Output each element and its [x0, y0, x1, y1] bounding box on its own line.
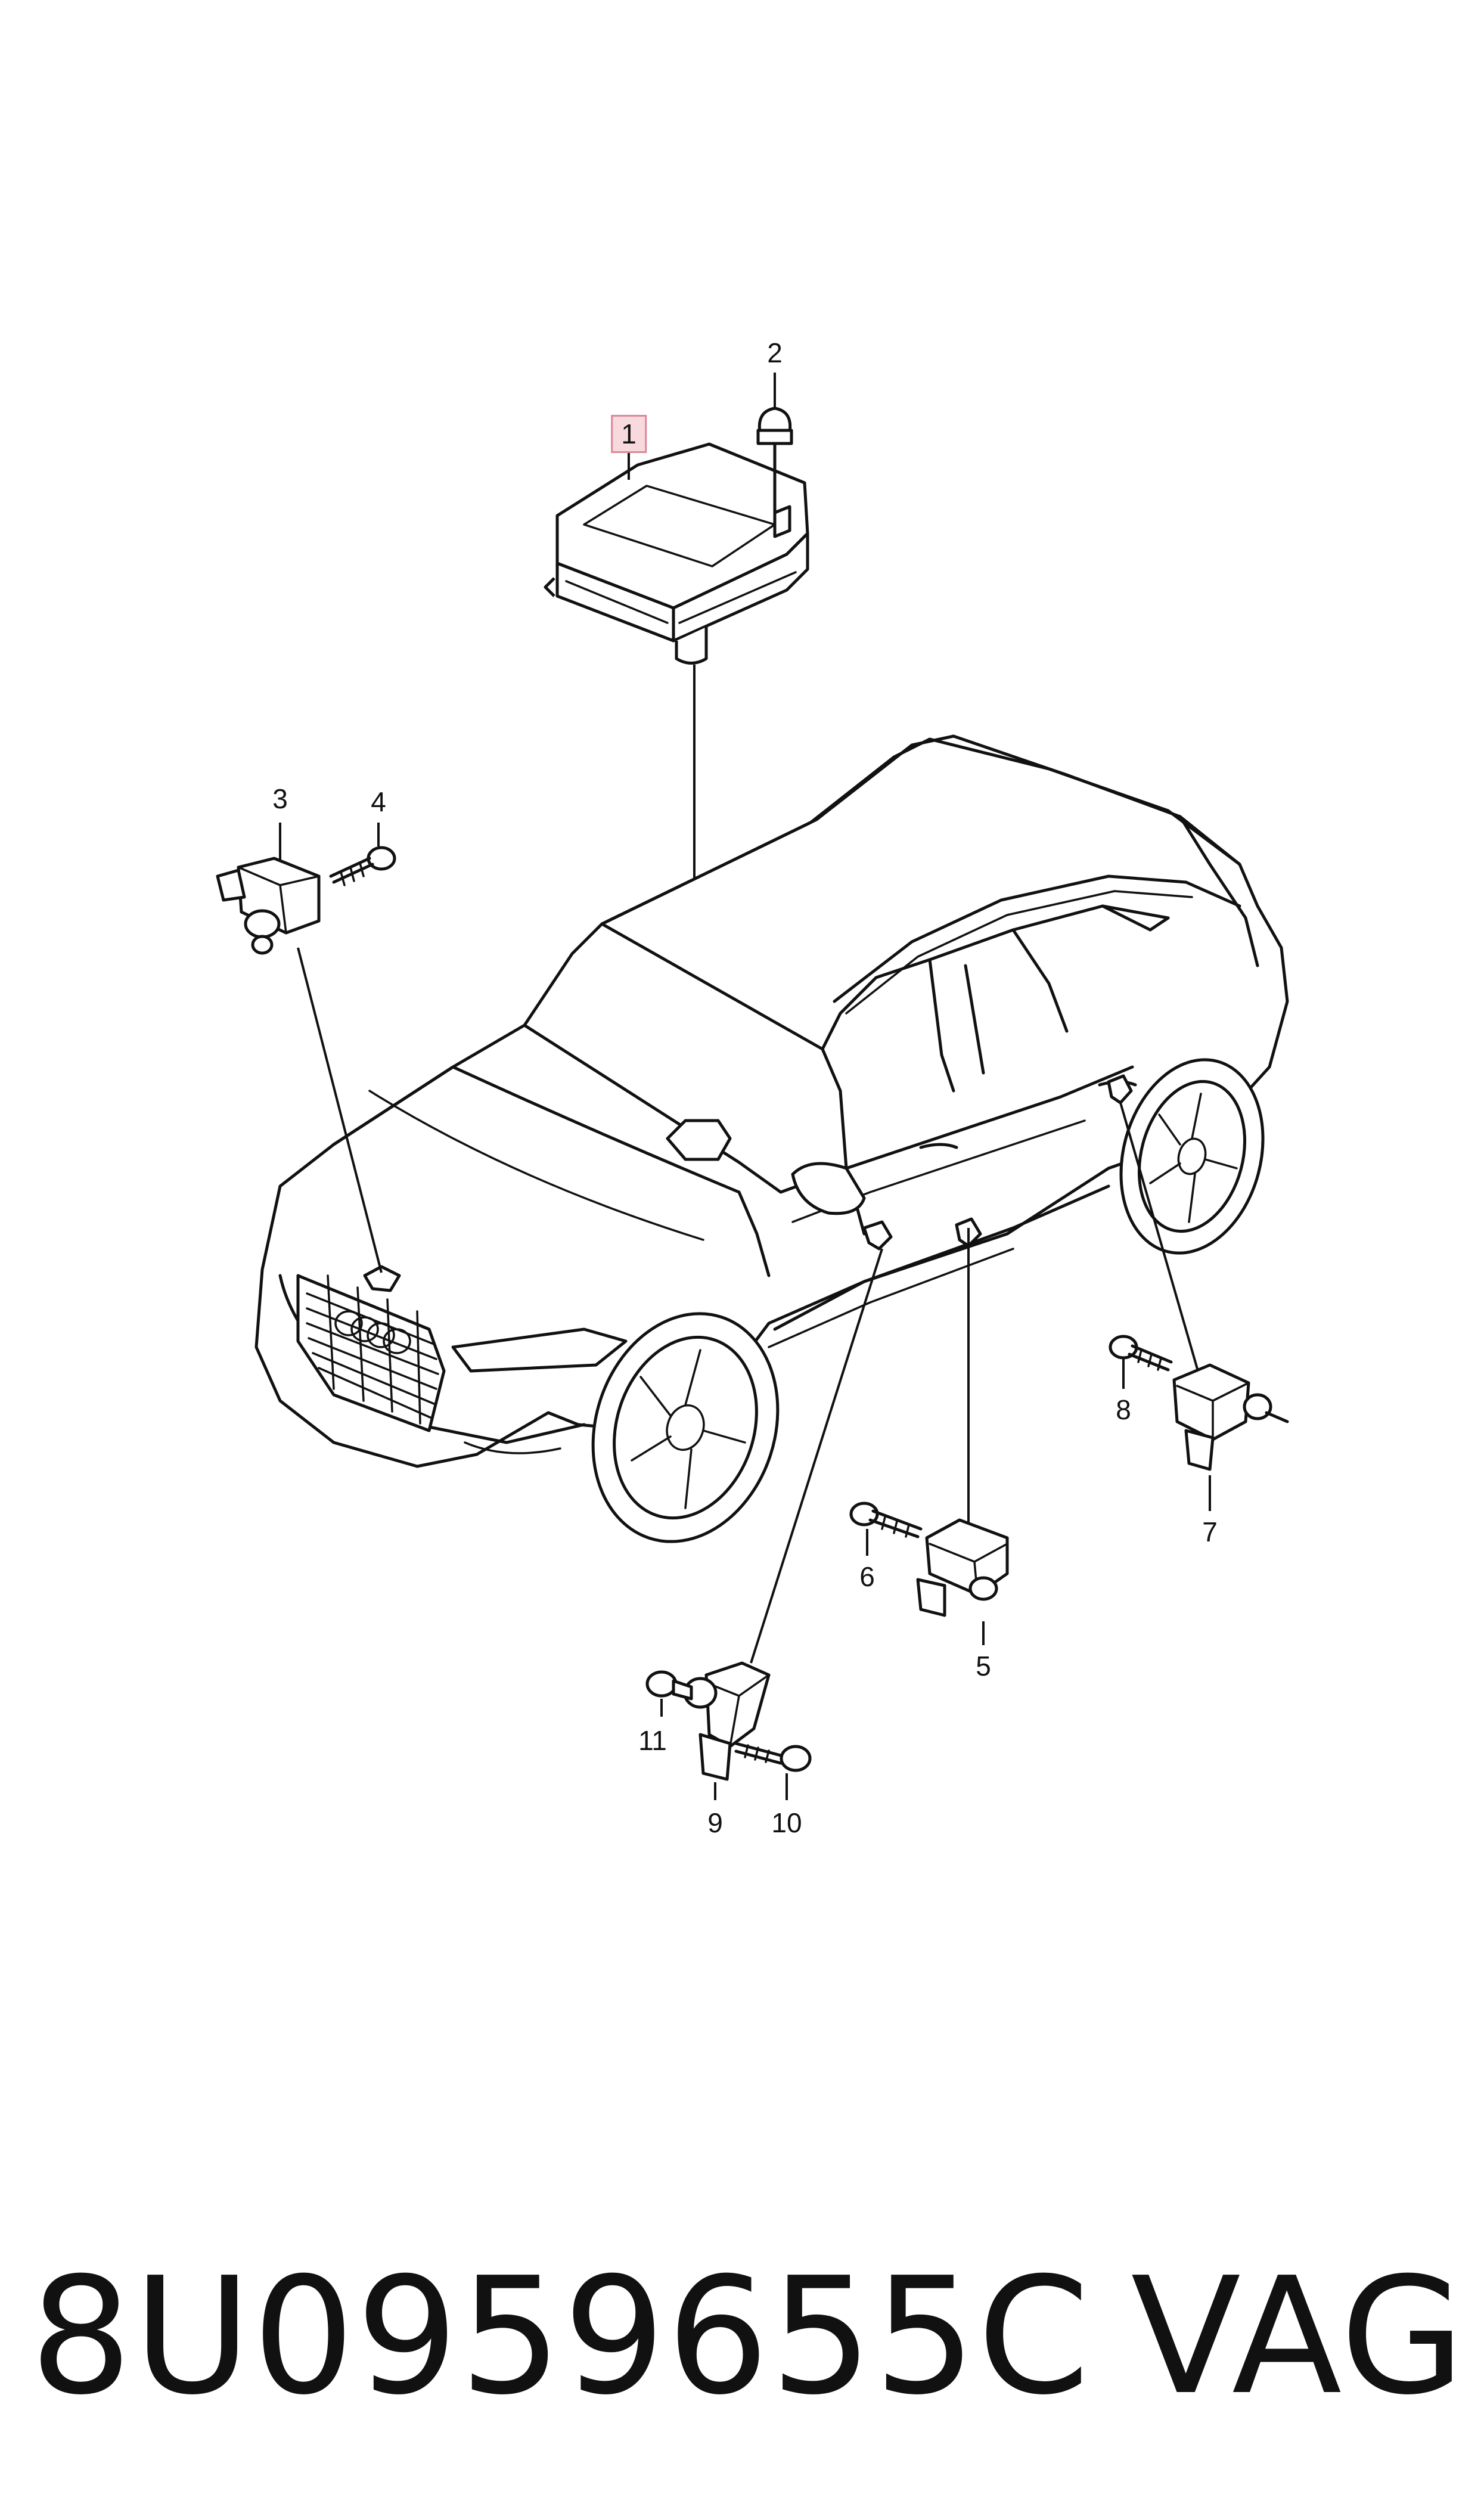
bolt-part-10 [734, 1742, 812, 1772]
callout-5: 5 [976, 1651, 991, 1682]
front-crash-sensor [216, 857, 321, 955]
bolt-part-11 [645, 1670, 693, 1701]
door-pressure-sensor [683, 1661, 771, 1781]
door-sensor-mount [862, 1220, 893, 1251]
vehicle-outline [254, 734, 1289, 1468]
callout-8: 8 [1116, 1394, 1131, 1425]
grille [306, 1274, 439, 1425]
callout-11: 11 [638, 1725, 667, 1756]
nut-part-2 [756, 407, 793, 514]
bolt-part-8 [1109, 1335, 1173, 1372]
callout-4: 4 [371, 786, 386, 817]
callout-1: 1 [611, 415, 647, 453]
callout-10: 10 [771, 1807, 802, 1838]
callout-7: 7 [1202, 1516, 1218, 1547]
bolt-part-6 [849, 1502, 923, 1538]
front-wheel [591, 1312, 780, 1543]
part-number: 8U0959655C [30, 2242, 1091, 2430]
four-rings-logo [334, 1310, 411, 1354]
rear-wheel [1119, 1058, 1265, 1255]
callout-6: 6 [859, 1561, 875, 1592]
callout-2: 2 [767, 337, 783, 368]
bolt-part-4 [329, 846, 396, 886]
rear-crash-sensor [1172, 1363, 1289, 1471]
control-unit-mount [666, 1119, 732, 1161]
sill-crash-sensor [916, 1518, 1009, 1617]
callout-9: 9 [707, 1807, 723, 1838]
rear-sensor-mount [1107, 1074, 1133, 1105]
callout-3: 3 [272, 783, 288, 814]
front-sensor-mount [363, 1265, 401, 1292]
brand-label: VAG [1131, 2242, 1466, 2430]
airbag-control-unit [544, 442, 809, 665]
